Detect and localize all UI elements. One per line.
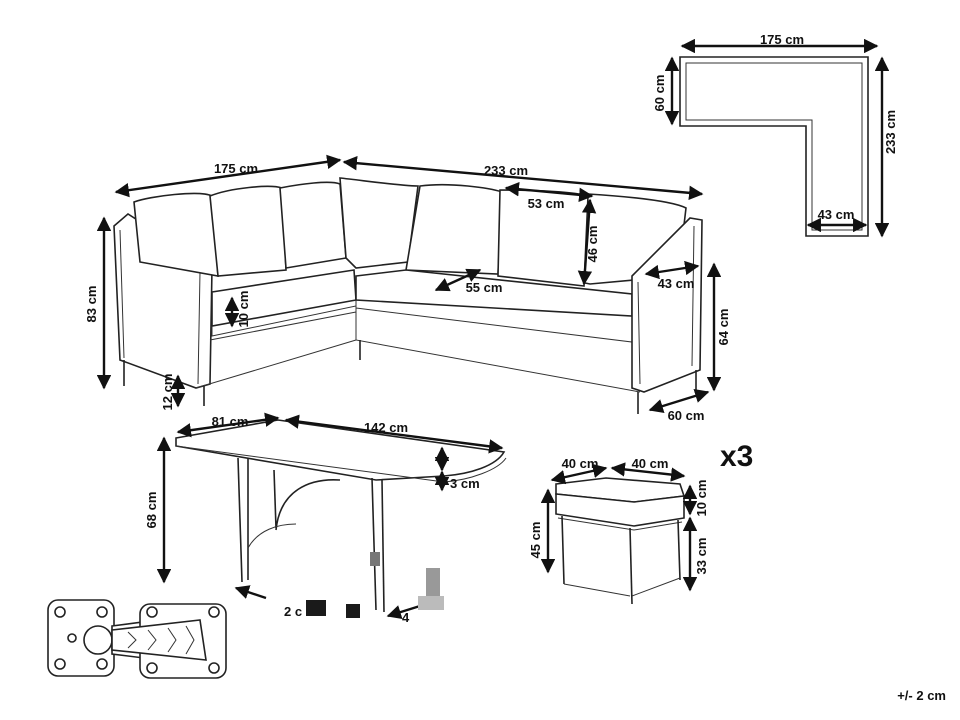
plan-left-label: 60 cm	[652, 75, 667, 112]
table-drawing	[156, 412, 507, 620]
table-height-label: 68 cm	[144, 492, 159, 529]
sofa-width-left-label: 175 cm	[214, 161, 258, 176]
stool-width-label: 40 cm	[562, 456, 599, 471]
quantity-label: x3	[720, 440, 753, 473]
tolerance-note: +/- 2 cm	[897, 688, 946, 703]
stool-drawing	[540, 462, 698, 605]
plan-view-drawing	[664, 38, 890, 238]
obscured-label-1: 2 c	[284, 604, 302, 619]
plan-right-label: 233 cm	[883, 110, 898, 154]
depth-label: 60 cm	[668, 408, 705, 423]
stool-base-label: 33 cm	[694, 538, 709, 575]
stool-cushion-label: 10 cm	[694, 480, 709, 517]
back-height-label: 46 cm	[585, 226, 600, 263]
leg-height-label: 12 cm	[160, 374, 175, 411]
table-width-label: 81 cm	[212, 414, 249, 429]
table-length-label: 142 cm	[364, 420, 408, 435]
leg-bracket-drawing	[47, 599, 227, 679]
arm-height-label: 64 cm	[716, 309, 731, 346]
seat-gap-label: 10 cm	[236, 291, 251, 328]
obscured-label-2: 4	[402, 610, 410, 625]
sofa-height-label: 83 cm	[84, 286, 99, 323]
seat-depth-label: 55 cm	[466, 280, 503, 295]
sofa-drawing	[96, 154, 722, 414]
back-cushion-label: 53 cm	[528, 196, 565, 211]
sofa-width-right-label: 233 cm	[484, 163, 528, 178]
plan-bottom-label: 43 cm	[818, 207, 855, 222]
stool-height-label: 45 cm	[528, 522, 543, 559]
stool-depth-label: 40 cm	[632, 456, 669, 471]
arm-width-label: 43 cm	[658, 276, 695, 291]
plan-top-label: 175 cm	[760, 32, 804, 47]
table-thickness-label: 3 cm	[450, 476, 480, 491]
